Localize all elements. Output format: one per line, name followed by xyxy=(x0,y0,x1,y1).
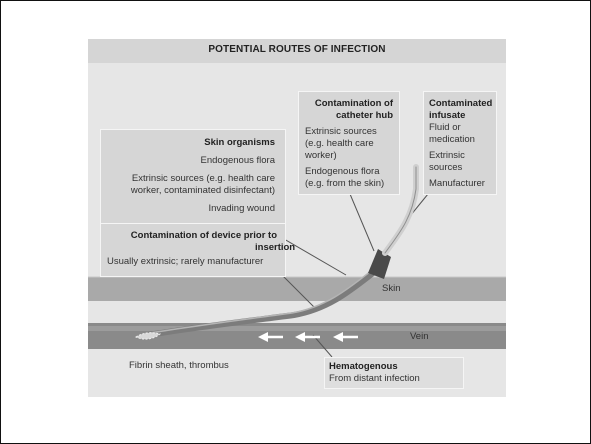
hematogenous-line: From distant infection xyxy=(329,373,420,384)
skin-layer xyxy=(88,277,506,301)
hub-pointer-line xyxy=(349,193,375,252)
infusate-box: Contaminated infusate Fluid or medicatio… xyxy=(423,91,497,195)
skin-organisms-heading: Skin organisms xyxy=(204,137,275,148)
title-bar: POTENTIAL ROUTES OF INFECTION xyxy=(88,39,506,63)
device-pointer-line xyxy=(277,270,315,308)
fibrin-label: Fibrin sheath, thrombus xyxy=(129,360,229,371)
figure-title: POTENTIAL ROUTES OF INFECTION xyxy=(208,44,386,55)
infusate-line: Fluid or xyxy=(429,122,461,133)
anatomy-illustration xyxy=(88,164,506,358)
device-contamination-line: Usually extrinsic; rarely manufacturer xyxy=(107,256,264,267)
infusate-heading: infusate xyxy=(429,110,466,121)
catheter-hub-line: (e.g. health care xyxy=(305,138,374,149)
catheter-hub-box: Contamination of catheter hub Extrinsic … xyxy=(298,91,400,195)
catheter-hub-heading: catheter hub xyxy=(335,110,393,121)
catheter-highlight xyxy=(149,270,372,334)
catheter-hub-line: worker) xyxy=(305,150,337,161)
skin-label: Skin xyxy=(382,283,401,294)
skin-organisms-line: worker, contaminated disinfectant) xyxy=(130,185,275,196)
device-contamination-heading: Contamination of device prior to xyxy=(130,230,277,241)
flow-arrow-icon xyxy=(295,332,305,342)
hematogenous-heading: Hematogenous xyxy=(329,361,398,372)
device-contamination-heading: insertion xyxy=(255,242,296,253)
catheter-hub-line: (e.g. from the skin) xyxy=(305,178,385,189)
vein-highlight xyxy=(88,326,506,331)
catheter xyxy=(145,270,376,338)
catheter-hub-line: Endogenous flora xyxy=(305,166,380,177)
infusate-heading: Contaminated xyxy=(429,98,493,109)
skin-organisms-line: Extrinsic sources (e.g. health care xyxy=(131,173,275,184)
skin-organisms-line: Endogenous flora xyxy=(200,155,275,166)
infusate-line: medication xyxy=(429,134,475,145)
hematogenous-box: Hematogenous From distant infection xyxy=(324,357,464,389)
catheter-hub-heading: Contamination of xyxy=(314,98,393,109)
infusion-tubing-outline xyxy=(384,166,417,254)
device-contamination-box: Contamination of device prior to inserti… xyxy=(100,223,296,277)
vein-label: Vein xyxy=(410,331,429,342)
skin-organisms-line: Invading wound xyxy=(208,203,275,214)
infusate-line: Manufacturer xyxy=(429,178,485,189)
fibrin-sheath xyxy=(134,332,162,340)
infection-routes-figure: POTENTIAL ROUTES OF INFECTION xyxy=(88,39,506,397)
infusate-line: sources xyxy=(429,162,463,173)
skin-organisms-box: Skin organisms Endogenous flora Extrinsi… xyxy=(100,129,286,237)
catheter-hub xyxy=(368,249,391,279)
flow-arrow-icon xyxy=(258,332,268,342)
infusate-line: Extrinsic xyxy=(429,150,465,161)
flow-arrow-icon xyxy=(333,332,343,342)
hematogenous-pointer-line xyxy=(312,334,333,358)
catheter-hub-line: Extrinsic sources xyxy=(305,126,377,137)
